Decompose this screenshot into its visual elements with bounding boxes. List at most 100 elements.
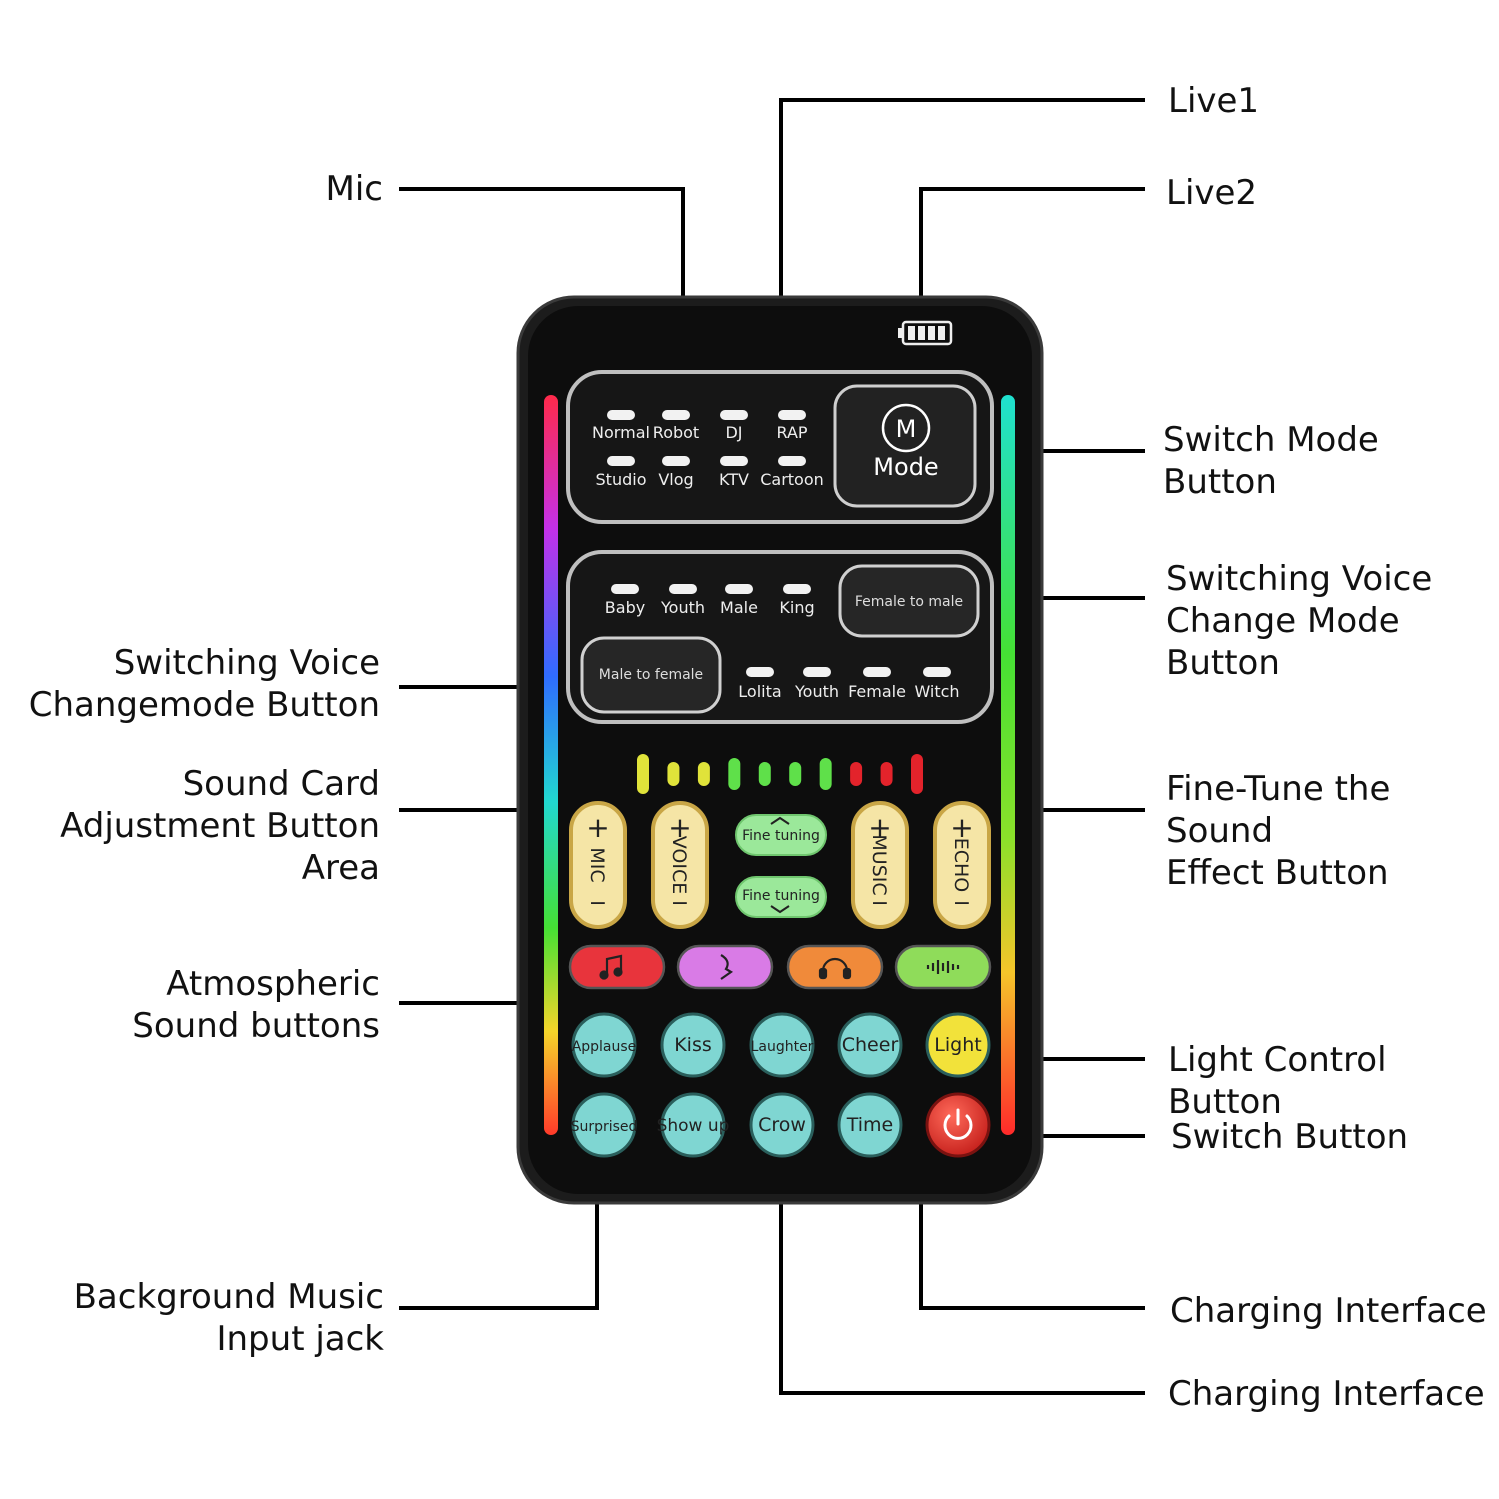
- mode-label: Robot: [653, 423, 699, 442]
- sound-button-label: Applause: [572, 1039, 637, 1055]
- leader-bg-music: [399, 1203, 599, 1310]
- leader-lines: [399, 98, 1145, 1395]
- voice-label: Male: [720, 598, 758, 617]
- minus-icon: −: [589, 891, 607, 916]
- right-rgb-strip: [1001, 395, 1015, 1135]
- sound-button-label: Laughter: [751, 1039, 814, 1055]
- male-to-female-button[interactable]: Male to female: [580, 636, 722, 714]
- sound-button-surprised[interactable]: Surprised: [571, 1092, 638, 1158]
- male-to-female-label: Male to female: [599, 667, 703, 683]
- fine-tuning-down-button[interactable]: Fine tuning: [735, 876, 827, 918]
- sound-button-label: Time: [846, 1114, 894, 1136]
- level-meter: [637, 754, 923, 794]
- voice-led: [669, 584, 697, 594]
- slider-mic[interactable]: + MIC −: [569, 801, 627, 929]
- callout-switch-button: Switch Button: [1171, 1117, 1409, 1157]
- female-to-male-label: Female to male: [855, 594, 963, 610]
- slider-label: MUSIC: [868, 834, 890, 895]
- mode-led: [662, 456, 690, 466]
- leader-live2: [919, 187, 1145, 296]
- level-meter-bar: [637, 754, 649, 794]
- callout-switch-voice-right: Switching Voice Change Mode Button: [1166, 559, 1433, 683]
- mode-led: [720, 456, 748, 466]
- effect-button-face-profile[interactable]: [676, 944, 774, 990]
- mode-label: Studio: [596, 470, 647, 489]
- female-to-male-button[interactable]: Female to male: [838, 564, 980, 638]
- sound-button-time[interactable]: Time: [837, 1092, 903, 1158]
- mode-led: [662, 410, 690, 420]
- plus-icon: +: [668, 811, 691, 844]
- callout-charging-1: Charging Interface: [1170, 1291, 1487, 1331]
- effect-button-headphones[interactable]: [786, 944, 884, 990]
- plus-icon: +: [950, 811, 973, 844]
- plus-icon: +: [586, 811, 609, 844]
- voice-led: [746, 667, 774, 677]
- mode-led: [778, 410, 806, 420]
- mode-m-icon: [881, 403, 931, 453]
- fine-tuning-down-label: Fine tuning: [742, 888, 820, 904]
- level-meter-bar: [911, 754, 923, 794]
- callout-light-control: Light Control Button: [1168, 1040, 1387, 1122]
- slider-label: VOICE: [668, 836, 690, 895]
- adjustment-sliders: +MIC−+VOICE−+MUSIC−+ECHO−: [569, 801, 991, 929]
- mode-label: KTV: [719, 470, 749, 489]
- slider-voice[interactable]: +VOICE−: [651, 801, 709, 929]
- minus-icon: −: [871, 891, 889, 916]
- mode-label: Vlog: [658, 470, 693, 489]
- slider-echo[interactable]: +ECHO−: [933, 801, 991, 929]
- power-icon: [943, 1108, 973, 1140]
- callout-live2: Live2: [1166, 173, 1258, 213]
- level-meter-bar: [789, 762, 802, 786]
- level-meter-bar: [819, 758, 832, 790]
- sound-button-label: Surprised: [571, 1119, 638, 1135]
- effect-buttons: [568, 944, 992, 990]
- voice-label: Witch: [914, 682, 959, 701]
- voice-label: King: [779, 598, 814, 617]
- leader-charging-1: [919, 1203, 1145, 1310]
- mode-label: DJ: [725, 423, 742, 442]
- plus-icon: +: [868, 811, 891, 844]
- leader-mic: [399, 187, 685, 296]
- effect-button-music-note[interactable]: [568, 944, 666, 990]
- mode-led: [778, 456, 806, 466]
- callout-live1: Live1: [1168, 81, 1260, 121]
- headphones-icon: [818, 957, 852, 980]
- sound-button-label: Crow: [758, 1114, 806, 1136]
- level-meter-bar: [728, 758, 741, 790]
- voice-label: Baby: [605, 598, 645, 617]
- slider-label: ECHO: [950, 838, 972, 893]
- voice-led: [863, 667, 891, 677]
- chevron-down-icon: [770, 905, 790, 914]
- mode-led: [607, 410, 635, 420]
- sound-button-cheer[interactable]: Cheer: [837, 1012, 903, 1078]
- callout-charging-2: Charging Interface: [1168, 1374, 1485, 1414]
- music-note-icon: [599, 954, 623, 980]
- sound-button-crow[interactable]: Crow: [749, 1092, 815, 1158]
- power-button[interactable]: [925, 1092, 991, 1158]
- sound-button-kiss[interactable]: Kiss: [660, 1012, 726, 1078]
- mode-led: [607, 456, 635, 466]
- callout-sound-card: Sound Card Adjustment Button Area: [60, 764, 380, 888]
- slider-music[interactable]: +MUSIC−: [851, 801, 909, 929]
- sound-button-applause[interactable]: Applause: [571, 1012, 637, 1078]
- minus-icon: −: [671, 891, 689, 916]
- fine-tuning-up-button[interactable]: Fine tuning: [735, 814, 827, 856]
- callout-fine-tune: Fine-Tune the Sound Effect Button: [1166, 769, 1391, 893]
- voice-led: [611, 584, 639, 594]
- sound-button-light[interactable]: Light: [925, 1012, 991, 1078]
- mode-led: [720, 410, 748, 420]
- left-rgb-strip: [544, 395, 558, 1135]
- effect-button-sound-wave[interactable]: [894, 944, 992, 990]
- leader-live1: [779, 98, 1145, 296]
- sound-button-laughter[interactable]: Laughter: [749, 1012, 815, 1078]
- mode-label: Cartoon: [760, 470, 824, 489]
- slider-label: MIC: [586, 847, 608, 882]
- sound-wave-icon: [926, 960, 960, 974]
- level-meter-bar: [667, 762, 680, 786]
- sound-button-show-up[interactable]: Show up: [657, 1092, 730, 1158]
- mode-button[interactable]: M Mode: [833, 384, 977, 508]
